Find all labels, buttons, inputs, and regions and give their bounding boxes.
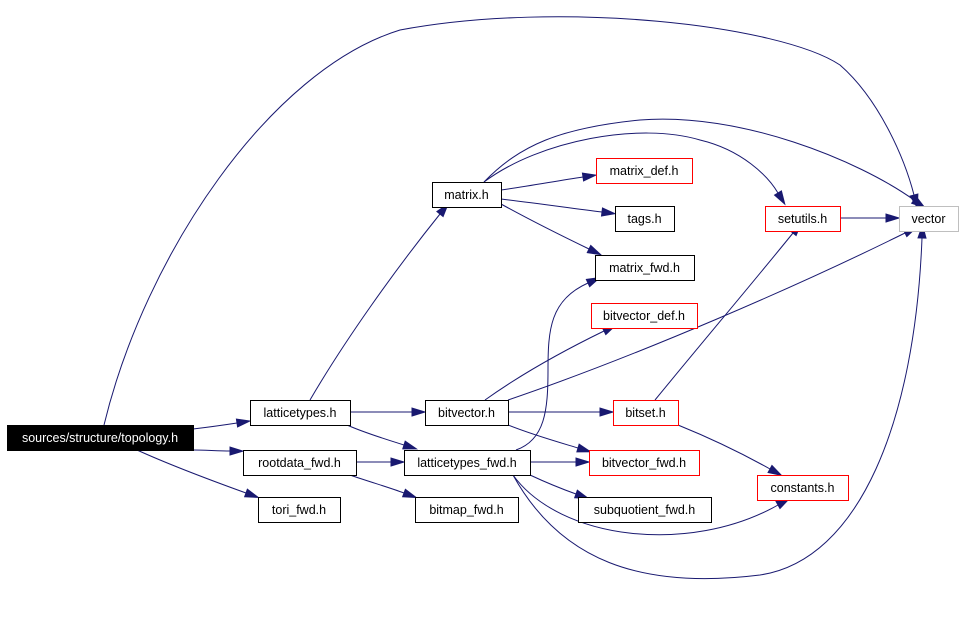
node-box-matrix_fwd (595, 255, 695, 281)
node-label-constants: constants.h (771, 481, 835, 495)
arrowhead-latticetypes-to-bitvector (411, 407, 427, 417)
node-label-tags: tags.h (627, 212, 661, 226)
arrowhead-rootdata_fwd-to-bitmap_fwd (401, 488, 418, 499)
node-box-bitmap_fwd (415, 497, 519, 523)
node-tori_fwd[interactable]: tori_fwd.h (258, 497, 341, 523)
edge-topology-to-vector (103, 16, 915, 426)
node-box-subquotient_fwd (578, 497, 712, 523)
node-box-bitvector (425, 400, 509, 426)
node-topology: sources/structure/topology.h (7, 425, 194, 451)
arrowhead-matrix-to-matrix_fwd (586, 244, 603, 256)
edge-matrix-to-vector (483, 118, 915, 201)
node-label-matrix_fwd: matrix_fwd.h (609, 261, 680, 275)
node-matrix_fwd[interactable]: matrix_fwd.h (595, 255, 695, 281)
node-latticetypes[interactable]: latticetypes.h (250, 400, 351, 426)
node-matrix_def[interactable]: matrix_def.h (596, 158, 693, 184)
edge-latticetypes_fwd-to-subquotient_fwd (529, 474, 577, 495)
arrowhead-topology-to-tori_fwd (243, 488, 260, 499)
node-label-bitvector_fwd: bitvector_fwd.h (602, 456, 686, 470)
edge-topology-to-rootdata_fwd (192, 449, 231, 452)
node-bitvector_def[interactable]: bitvector_def.h (591, 303, 698, 329)
arrowhead-setutils-to-vector (885, 213, 901, 223)
edge-latticetypes-to-matrix (309, 213, 441, 401)
edge-topology-to-tori_fwd (136, 449, 247, 494)
arrowhead-bitset-to-constants (767, 464, 783, 477)
edge-bitset-to-setutils (654, 232, 794, 401)
node-label-vector: vector (911, 212, 945, 226)
node-label-rootdata_fwd: rootdata_fwd.h (258, 456, 341, 470)
arrowhead-latticetypes_fwd-to-bitvector_fwd (575, 457, 591, 467)
node-box-latticetypes_fwd (404, 450, 531, 476)
node-latticetypes_fwd[interactable]: latticetypes_fwd.h (404, 450, 531, 476)
node-box-rootdata_fwd (243, 450, 357, 476)
node-constants[interactable]: constants.h (757, 475, 849, 501)
node-bitvector_fwd[interactable]: bitvector_fwd.h (589, 450, 700, 476)
node-bitmap_fwd[interactable]: bitmap_fwd.h (415, 497, 519, 523)
node-box-topology (7, 425, 194, 451)
arrowhead-latticetypes-to-latticetypes_fwd (402, 440, 419, 450)
edge-rootdata_fwd-to-bitmap_fwd (349, 474, 405, 494)
node-label-bitvector_def: bitvector_def.h (603, 309, 685, 323)
node-label-matrix: matrix.h (444, 188, 489, 202)
node-box-bitvector_def (591, 303, 698, 329)
edge-latticetypes_fwd-to-constants (512, 474, 779, 536)
node-box-setutils (765, 206, 841, 232)
edge-bitvector-to-vector (507, 232, 906, 401)
edge-latticetypes-to-latticetypes_fwd (346, 424, 405, 446)
node-bitset[interactable]: bitset.h (613, 400, 679, 426)
node-box-vector (899, 206, 959, 232)
edge-bitvector-to-bitvector_fwd (507, 424, 579, 449)
arrowhead-matrix-to-matrix_def (581, 172, 598, 182)
arrowhead-topology-to-latticetypes (235, 418, 252, 428)
node-matrix[interactable]: matrix.h (432, 182, 502, 208)
node-label-subquotient_fwd: subquotient_fwd.h (594, 503, 696, 517)
node-box-bitvector_fwd (589, 450, 700, 476)
node-label-tori_fwd: tori_fwd.h (272, 503, 326, 517)
node-bitvector[interactable]: bitvector.h (425, 400, 509, 426)
edge-matrix-to-matrix_def (500, 176, 584, 191)
node-box-matrix_def (596, 158, 693, 184)
node-label-latticetypes: latticetypes.h (264, 406, 337, 420)
node-label-topology: sources/structure/topology.h (22, 431, 178, 445)
edge-bitset-to-constants (677, 424, 771, 470)
edge-latticetypes_fwd-to-matrix_fwd (515, 282, 589, 451)
node-label-bitmap_fwd: bitmap_fwd.h (429, 503, 503, 517)
node-rootdata_fwd[interactable]: rootdata_fwd.h (243, 450, 357, 476)
arrowhead-topology-to-rootdata_fwd (229, 446, 245, 456)
node-vector[interactable]: vector (899, 206, 959, 232)
node-box-latticetypes (250, 400, 351, 426)
graph-edges (103, 16, 927, 580)
node-label-latticetypes_fwd: latticetypes_fwd.h (417, 456, 516, 470)
edge-topology-to-latticetypes (192, 422, 238, 430)
node-label-matrix_def: matrix_def.h (610, 164, 679, 178)
edge-bitvector-to-bitvector_def (484, 330, 605, 401)
node-tags[interactable]: tags.h (615, 206, 675, 232)
arrowhead-matrix-to-vector (910, 195, 926, 209)
arrowhead-bitvector-to-bitset (599, 407, 615, 417)
node-label-bitset: bitset.h (625, 406, 665, 420)
node-box-matrix (432, 182, 502, 208)
node-subquotient_fwd[interactable]: subquotient_fwd.h (578, 497, 712, 523)
arrowhead-matrix-to-setutils (773, 190, 786, 206)
arrowhead-matrix-to-tags (600, 207, 617, 217)
edge-latticetypes_fwd-to-vector (512, 237, 923, 580)
edge-matrix-to-matrix_fwd (500, 203, 590, 250)
node-box-tori_fwd (258, 497, 341, 523)
arrowhead-rootdata_fwd-to-latticetypes_fwd (390, 457, 406, 467)
node-setutils[interactable]: setutils.h (765, 206, 841, 232)
node-box-constants (757, 475, 849, 501)
edge-matrix-to-setutils (483, 132, 779, 194)
edge-matrix-to-tags (500, 198, 603, 213)
node-box-tags (615, 206, 675, 232)
node-label-setutils: setutils.h (778, 212, 827, 226)
node-box-bitset (613, 400, 679, 426)
graph-nodes: sources/structure/topology.h latticetypes… (7, 158, 959, 523)
arrowhead-bitvector-to-bitvector_fwd (576, 443, 593, 453)
node-label-bitvector: bitvector.h (438, 406, 495, 420)
